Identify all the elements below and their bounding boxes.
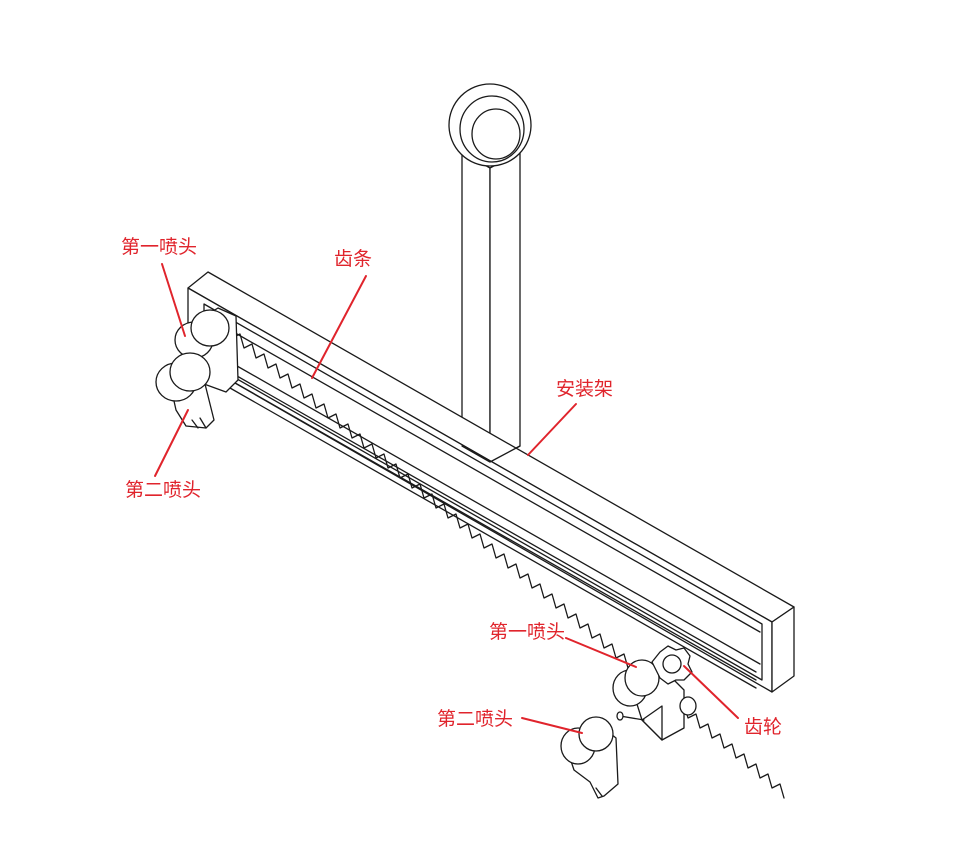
right-nozzle-assembly (560, 645, 697, 799)
leader-nozzle1-right (565, 637, 637, 668)
leader-nozzle2-right (521, 717, 583, 734)
leader-mount (527, 403, 577, 456)
label-nozzle2-right: 第二喷头 (437, 708, 514, 730)
label-nozzle1-left: 第一喷头 (121, 236, 198, 258)
leader-nozzle1-left (161, 263, 186, 337)
label-rack: 齿条 (334, 248, 373, 270)
mount-frame (448, 83, 532, 463)
label-mount: 安装架 (556, 378, 614, 400)
leader-nozzle2-left (154, 409, 189, 477)
rack-housing (187, 271, 795, 799)
leader-gear (683, 665, 739, 719)
left-nozzle-assembly (155, 307, 239, 429)
label-nozzle2-left: 第二喷头 (125, 479, 202, 501)
label-gear: 齿轮 (744, 716, 783, 738)
gear (651, 645, 693, 685)
leader-rack (311, 275, 367, 379)
label-nozzle1-right: 第一喷头 (489, 621, 566, 643)
